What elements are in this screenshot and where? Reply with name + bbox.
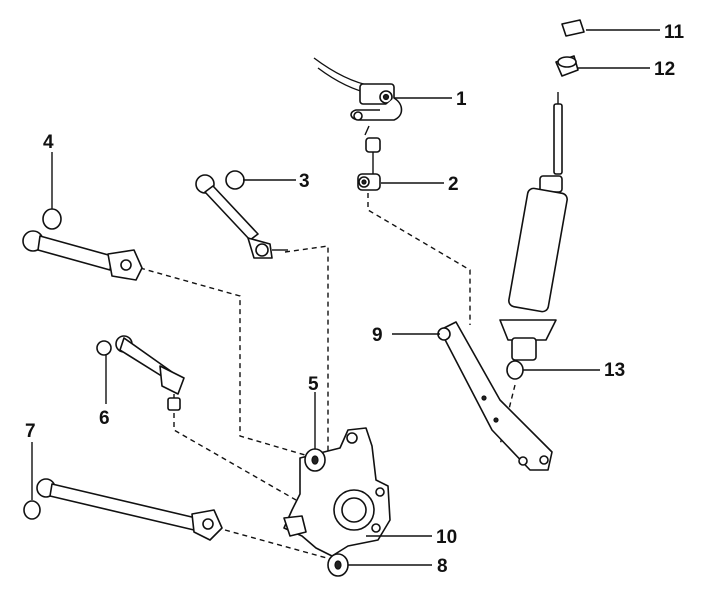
- callout-2: 2: [448, 174, 459, 195]
- callout-7: 7: [25, 421, 36, 442]
- callout-3: 3: [299, 171, 310, 192]
- callout-1: 1: [456, 89, 467, 110]
- lateral-arm: [22, 208, 143, 281]
- stabilizer-bar: [313, 57, 403, 121]
- rear-axle-carrier: [283, 427, 391, 557]
- callout-8: 8: [437, 556, 448, 577]
- callout-11: 11: [664, 22, 685, 43]
- upper-mount-cap: [561, 19, 585, 37]
- upper-control-arm: [195, 170, 288, 259]
- upper-mount: [555, 55, 579, 77]
- toe-link: [96, 335, 185, 411]
- callout-9: 9: [372, 325, 383, 346]
- callout-5: 5: [308, 374, 319, 395]
- lower-arm: [23, 478, 223, 541]
- callout-13: 13: [604, 360, 625, 381]
- callout-12: 12: [654, 59, 675, 80]
- shock-absorber: [499, 92, 568, 380]
- carrier-upper-bushing: [304, 448, 326, 472]
- carrier-lower-bushing: [327, 553, 349, 577]
- callout-numbers: 1 2 3 4 5 6 7 8 9 10 11 12 13: [25, 22, 685, 577]
- stabilizer-link: [357, 125, 381, 191]
- leader-lines: [31, 29, 660, 566]
- callout-4: 4: [43, 132, 54, 153]
- callout-10: 10: [436, 527, 457, 548]
- callout-6: 6: [99, 408, 110, 429]
- trailing-arm: [437, 321, 553, 471]
